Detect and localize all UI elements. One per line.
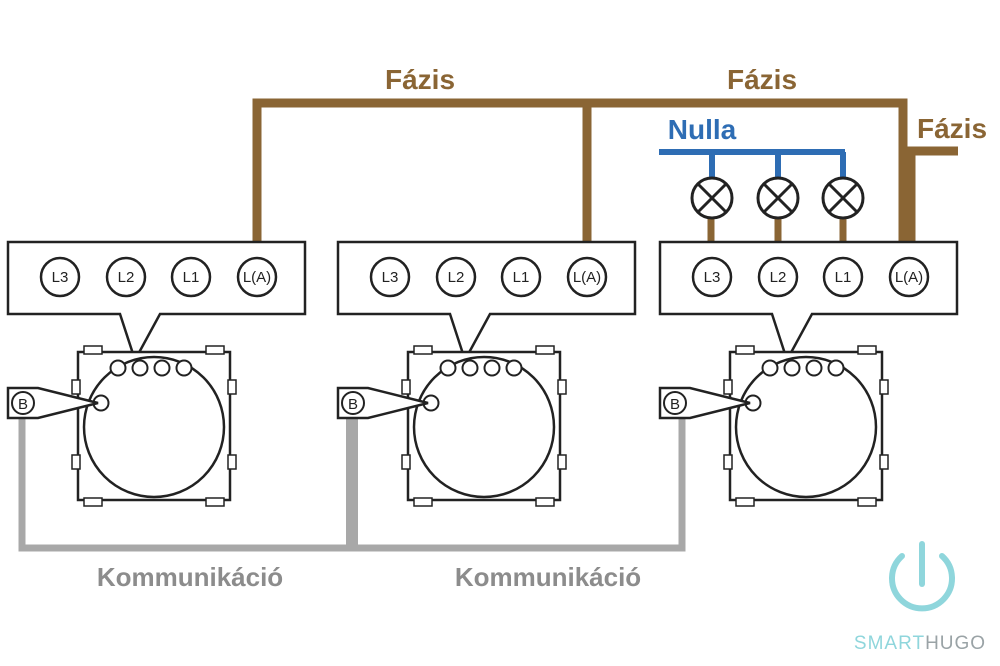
power-icon xyxy=(889,541,955,612)
terminal-l3: L3 xyxy=(369,256,411,298)
neutral-label: Nulla xyxy=(668,114,737,145)
communication-bus xyxy=(18,418,686,552)
lamps xyxy=(690,176,865,220)
terminal-l2: L2 xyxy=(435,256,477,298)
terminal-l1: L1 xyxy=(170,256,212,298)
terminal-callout xyxy=(336,240,637,364)
lamp-icon xyxy=(690,176,734,220)
switch-module-1: L3 L2 L1 L(A) xyxy=(6,240,307,507)
port-callout: B xyxy=(336,386,429,420)
neutral-wiring xyxy=(659,149,846,178)
terminal-callout xyxy=(658,240,959,364)
phase-label-left: Fázis xyxy=(385,64,455,95)
terminal-label: L1 xyxy=(835,269,852,286)
terminal-la: L(A) xyxy=(236,256,278,298)
terminal-label: L(A) xyxy=(895,269,923,286)
terminal-l1: L1 xyxy=(822,256,864,298)
terminal-label: L(A) xyxy=(573,269,601,286)
terminal-l2: L2 xyxy=(757,256,799,298)
port-label: B xyxy=(348,396,358,413)
terminal-label: L2 xyxy=(770,269,787,286)
terminal-label: L1 xyxy=(183,269,200,286)
switch-body xyxy=(71,345,237,507)
lamp-icon xyxy=(821,176,865,220)
port-label: B xyxy=(18,396,28,413)
port-callout: B xyxy=(658,386,751,420)
terminal-label: L2 xyxy=(118,269,135,286)
svg-text:SMARTHUGO: SMARTHUGO xyxy=(854,633,986,654)
smarthugo-logo: SMARTHUGO xyxy=(854,541,986,654)
phase-wiring xyxy=(252,98,958,252)
switch-module-3: L3 L2 L1 L(A) xyxy=(658,240,959,507)
port-callout: B xyxy=(6,386,99,420)
logo-text-hugo: HUGO xyxy=(925,633,986,654)
terminal-label: L1 xyxy=(513,269,530,286)
terminal-label: L3 xyxy=(52,269,69,286)
port-label: B xyxy=(670,396,680,413)
switch-body xyxy=(401,345,567,507)
terminal-la: L(A) xyxy=(888,256,930,298)
terminal-l3: L3 xyxy=(39,256,81,298)
terminal-callout xyxy=(6,240,307,364)
terminal-la: L(A) xyxy=(566,256,608,298)
communication-label-right: Kommunikáció xyxy=(455,562,641,592)
terminal-l1: L1 xyxy=(500,256,542,298)
switch-module-2: L3 L2 L1 L(A) xyxy=(336,240,637,507)
terminal-label: L(A) xyxy=(243,269,271,286)
phase-label-right: Fázis xyxy=(727,64,797,95)
phase-label-supply: Fázis xyxy=(917,113,987,144)
terminal-l3: L3 xyxy=(691,256,733,298)
terminal-l2: L2 xyxy=(105,256,147,298)
lamp-icon xyxy=(756,176,800,220)
switch-body xyxy=(723,345,889,507)
logo-text-smart: SMART xyxy=(854,633,925,654)
terminal-label: L3 xyxy=(382,269,399,286)
communication-label-left: Kommunikáció xyxy=(97,562,283,592)
terminal-label: L2 xyxy=(448,269,465,286)
terminal-label: L3 xyxy=(704,269,721,286)
